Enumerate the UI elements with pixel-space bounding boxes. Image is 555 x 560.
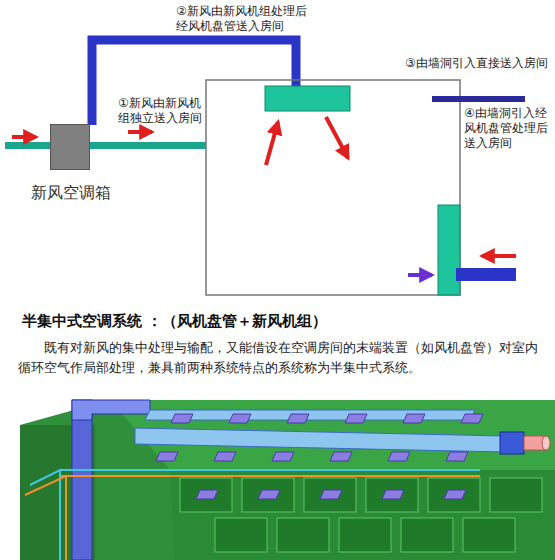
fan-coil-unit (446, 452, 468, 461)
airflow-arrow (482, 254, 516, 258)
fan-coil-unit (196, 490, 218, 499)
supply-duct (90, 142, 206, 149)
fan-coil-unit (382, 490, 404, 499)
fan-coil-unit (229, 414, 251, 423)
branch-duct (145, 410, 475, 420)
fan-coil-unit (388, 452, 410, 461)
fan-coil-unit (403, 414, 425, 423)
room-cell (401, 518, 453, 552)
intake-opening (542, 436, 550, 450)
water-pipe (60, 469, 480, 471)
section-heading: 半集中式空调系统 ：（风机盘管＋新风机组） (22, 312, 327, 331)
floor-slab (110, 400, 555, 470)
room-cell (339, 518, 391, 552)
supply-arrow (408, 273, 432, 277)
fan-coil-unit (171, 414, 193, 423)
fan-coils (156, 414, 483, 499)
room-outline (206, 80, 460, 295)
room-cell (242, 478, 294, 512)
lower-floor (170, 470, 555, 560)
wall-duct (432, 96, 525, 102)
unit-label: 新风空调箱 (31, 183, 111, 204)
building-base (20, 400, 555, 560)
callout-note: ③由墙洞引入直接送入房间 (405, 56, 550, 71)
room-cell (215, 518, 267, 552)
riser-duct (72, 400, 92, 560)
main-duct (135, 428, 505, 452)
floor-fan-coil (438, 205, 460, 295)
callout-note: ②新风由新风机组处理后经风机盘管送入房间 (176, 4, 316, 34)
airflow-arrow (128, 130, 152, 134)
room-cell (366, 478, 418, 512)
water-pipe (25, 476, 66, 560)
fan-coil-unit (330, 452, 352, 461)
fan-coil-unit (156, 452, 178, 461)
room-cell (304, 478, 356, 512)
room-cells (180, 478, 542, 552)
supply-arrow (326, 117, 348, 158)
callout-note: ④由墙洞引入经风机盘管处理后送入房间 (464, 106, 552, 151)
return-arrow (266, 122, 278, 165)
fresh-air-duct (92, 40, 296, 125)
fan-coil-unit (320, 490, 342, 499)
definition-text: 既有对新风的集中处理与输配，又能借设在空调房间的末端装置（如风机盘管）对室内循环… (18, 338, 538, 378)
air-handling-unit: 新风空调箱 (50, 124, 90, 170)
wall-duct (456, 268, 516, 281)
room-cell (428, 478, 480, 512)
fan-coil-unit (214, 452, 236, 461)
room-cell (180, 478, 232, 512)
riser-head (72, 400, 150, 420)
room-cell (463, 518, 515, 552)
water-pipe (60, 475, 480, 477)
air-handler (500, 432, 524, 454)
water-pipe (30, 470, 60, 560)
fan-coil-unit (287, 414, 309, 423)
room-cell (277, 518, 329, 552)
top-schematic (5, 40, 525, 295)
fan-coil-unit (461, 414, 483, 423)
airflow-arrow (12, 135, 36, 139)
room-cell (490, 478, 542, 512)
fan-coil-unit (258, 490, 280, 499)
fan-coil-unit (444, 490, 466, 499)
fan-coil-unit (345, 414, 367, 423)
inlet-duct (5, 142, 50, 149)
fan-coil (265, 86, 350, 111)
building-illustration (20, 400, 555, 560)
fan-coil-unit (272, 452, 294, 461)
callout-note: ①新风由新风机组独立送入房间 (118, 96, 204, 126)
